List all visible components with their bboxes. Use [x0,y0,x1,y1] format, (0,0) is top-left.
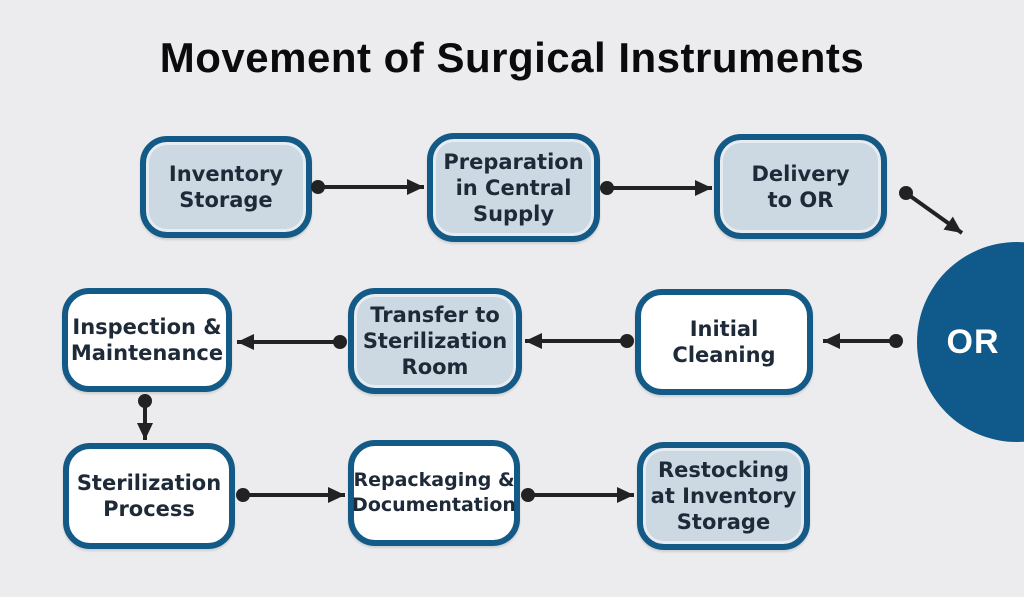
label-line: Cleaning [672,343,776,367]
label-line: Room [401,355,469,379]
node-preparation-in-central-supply: Preparation in Central Supply [427,133,600,242]
label-line: in Central [455,175,572,200]
label-line: Supply [472,201,555,226]
node-restocking-at-inventory-storage: Restocking at Inventory Storage [637,442,810,550]
node-sterilization-process: Sterilization Process [63,443,235,549]
label-line: Restocking [658,458,789,482]
label-line: to OR [767,187,834,212]
label-line: Initial [689,317,759,341]
label-line: Process [103,497,195,521]
node-label: Sterilization Process [77,470,221,522]
label-line: Transfer to [370,303,500,327]
node-inspection-maintenance: Inspection & Maintenance [62,288,232,392]
label-line: Sterilization [362,329,508,353]
node-label: Delivery to OR [751,161,849,213]
node-label: Transfer to Sterilization Room [363,302,507,380]
label-line: Preparation [443,149,584,174]
label-line: Storage [179,188,273,212]
label-line: Delivery [751,161,850,186]
label-line: at Inventory [650,484,797,508]
label-line: Documentation [352,494,516,516]
node-label: Initial Cleaning [672,316,775,368]
page-title: Movement of Surgical Instruments [159,34,865,81]
label-line: Storage [676,510,771,534]
node-repackaging-documentation: Repackaging & Documentation [348,440,520,546]
label-line: Repackaging & [353,469,515,491]
label-line: Inspection & [72,315,222,339]
arrow-delivery-to-or [899,186,964,235]
node-or-circle: OR [917,242,1024,442]
or-label: OR [946,322,1000,361]
node-initial-cleaning: Initial Cleaning [635,289,813,395]
node-delivery-to-or: Delivery to OR [714,134,887,239]
node-transfer-to-sterilization-room: Transfer to Sterilization Room [348,288,522,394]
node-label: Inventory Storage [169,161,283,213]
node-label: Inspection & Maintenance [71,314,223,366]
node-label: Repackaging & Documentation [352,468,516,518]
node-inventory-storage: Inventory Storage [140,136,312,238]
label-line: Maintenance [70,341,224,365]
node-label: Preparation in Central Supply [443,149,583,227]
label-line: Inventory [168,162,284,186]
node-label: Restocking at Inventory Storage [651,457,797,535]
label-line: Sterilization [76,471,222,495]
